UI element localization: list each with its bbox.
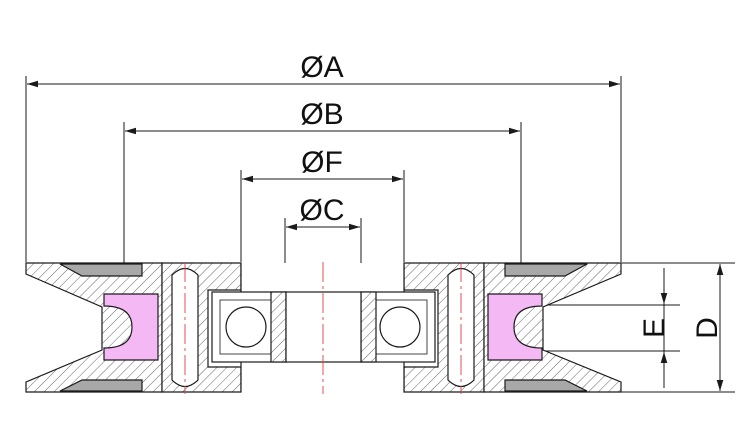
left-groove-insert [103,293,159,361]
bearing-ball-left [225,306,267,348]
dim-label-c: ØC [300,194,345,227]
dim-label-b: ØB [300,98,343,131]
bearing-left-inner-race [270,291,287,363]
dim-label-d: D [691,317,724,339]
shaft-bore [285,291,362,363]
bearing-ball-right [379,306,421,348]
dim-label-e: E [638,318,671,338]
left-top-pocket [59,263,143,277]
right-groove-insert [487,293,543,361]
dim-label-f: ØF [301,146,343,179]
dim-label-a: ØA [300,51,343,84]
extension-lines [25,76,735,393]
dimension-lines [27,80,724,391]
right-bottom-pocket [504,379,588,392]
pulley-section [25,262,622,393]
left-bottom-pocket [59,379,143,392]
right-top-pocket [504,263,588,277]
center-lines [184,262,462,394]
bearing-right-inner-race [360,291,377,363]
